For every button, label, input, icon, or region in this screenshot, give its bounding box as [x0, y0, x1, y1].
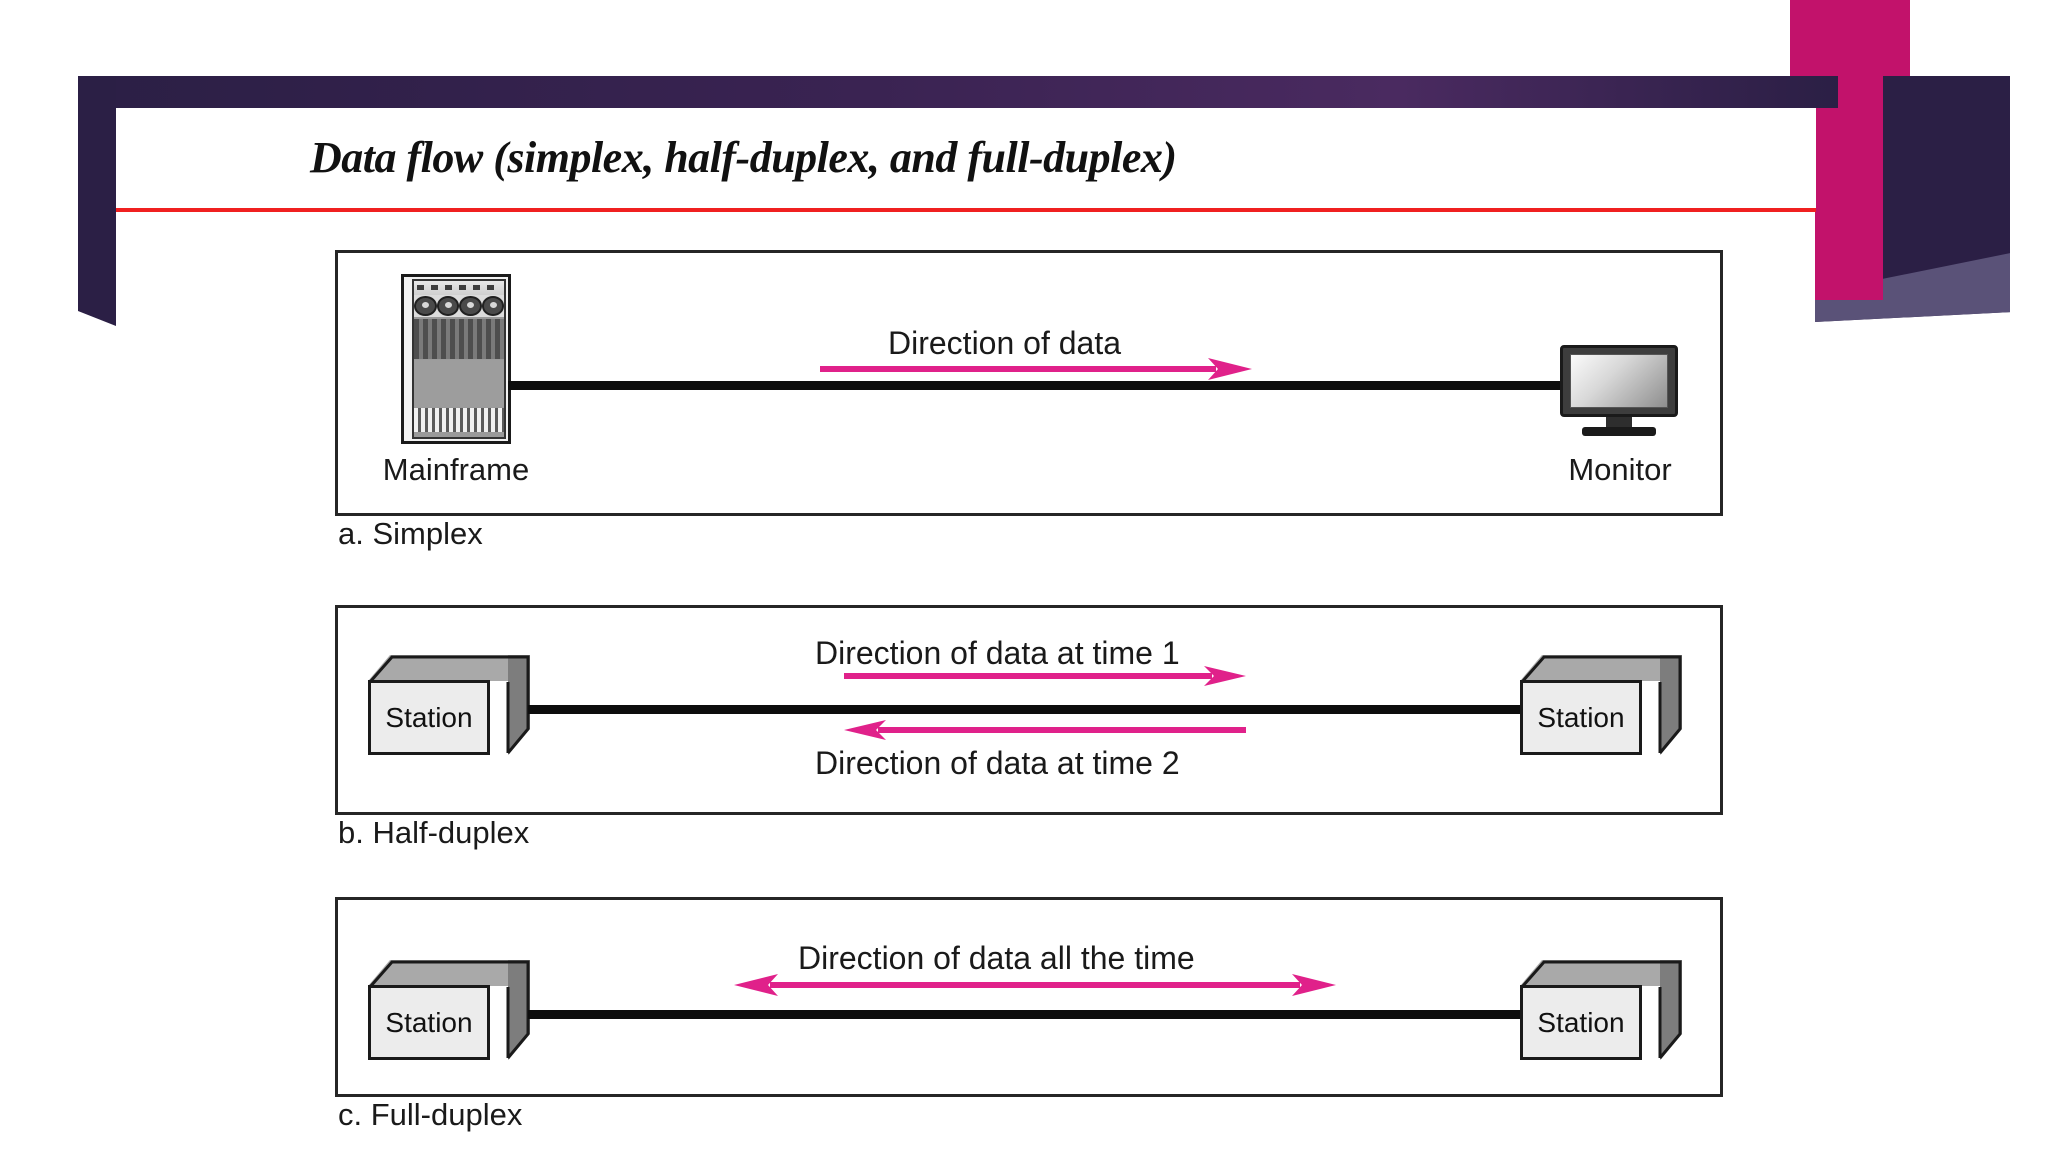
arrow-bidirectional-full-duplex [734, 974, 1336, 996]
arrow-right-simplex [820, 358, 1252, 380]
link-wire-full-duplex [528, 1010, 1522, 1019]
monitor-icon [1560, 345, 1678, 437]
link-wire-simplex [508, 381, 1566, 390]
mainframe-icon [401, 274, 511, 444]
caption-simplex: a. Simplex [338, 516, 483, 551]
caption-full-duplex: c. Full-duplex [338, 1097, 523, 1132]
station-box-icon-right-full: Station [1520, 960, 1682, 1060]
diagram-panel-full-duplex [335, 897, 1723, 1097]
station-box-icon-left-full: Station [368, 960, 530, 1060]
station-box-icon-left-half: Station [368, 655, 530, 755]
device-label-mainframe: Mainframe [382, 452, 530, 487]
arrow-label-simplex: Direction of data [888, 325, 1122, 361]
arrow-label-half-time2: Direction of data at time 2 [815, 745, 1180, 781]
arrow-label-full-duplex: Direction of data all the time [798, 940, 1195, 976]
arrow-right-half-duplex [844, 666, 1246, 686]
header-frame-top [78, 76, 1838, 108]
link-wire-half-duplex [528, 705, 1522, 714]
caption-half-duplex: b. Half-duplex [338, 815, 530, 850]
device-label-monitor: Monitor [1568, 452, 1672, 487]
page-title: Data flow (simplex, half-duplex, and ful… [310, 133, 1177, 182]
arrow-label-half-time1: Direction of data at time 1 [815, 635, 1180, 671]
station-box-icon-right-half: Station [1520, 655, 1682, 755]
station-label: Station [385, 701, 473, 733]
title-underline-rule [116, 208, 1816, 212]
arrow-left-half-duplex [844, 720, 1246, 740]
header-frame-left [78, 76, 116, 326]
header-pink-accent-bar-lower [1815, 0, 1883, 300]
title-plate [116, 108, 1816, 210]
station-label: Station [1537, 1006, 1625, 1038]
station-label: Station [1537, 701, 1625, 733]
station-label: Station [385, 1006, 473, 1038]
